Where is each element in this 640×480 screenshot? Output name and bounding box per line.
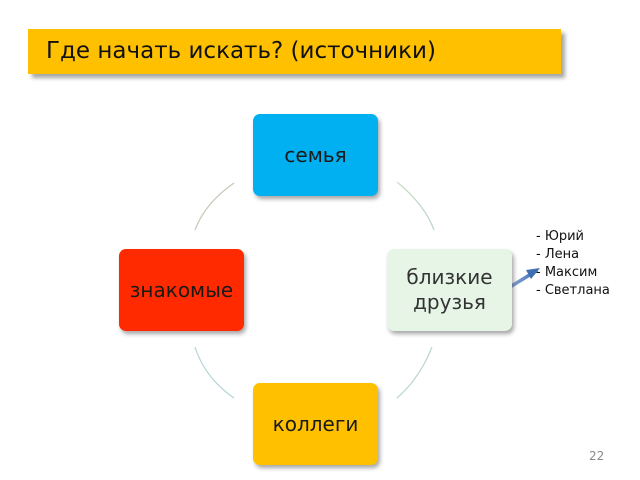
connector-right-bottom	[396, 346, 433, 399]
slide-title: Где начать искать? (источники)	[46, 38, 436, 64]
list-item: - Максим	[536, 265, 598, 280]
list-item: - Лена	[536, 247, 580, 262]
title-banner: Где начать искать? (источники)	[28, 29, 561, 74]
node-family: семья	[253, 114, 378, 196]
node-acquaintances: знакомые	[119, 249, 244, 331]
list-item: - Светлана	[536, 283, 610, 298]
friends-names-list: - Юрий - Лена - Максим - Светлана	[536, 228, 610, 300]
connector-top-right	[396, 181, 435, 231]
callout-arrow-head	[526, 268, 540, 279]
connector-bottom-left	[194, 346, 235, 399]
node-close-friends: близкие друзья	[387, 249, 512, 331]
page-number: 22	[589, 449, 605, 463]
node-colleagues: коллеги	[253, 383, 378, 465]
list-item: - Юрий	[536, 229, 585, 244]
connector-left-top	[194, 182, 235, 231]
